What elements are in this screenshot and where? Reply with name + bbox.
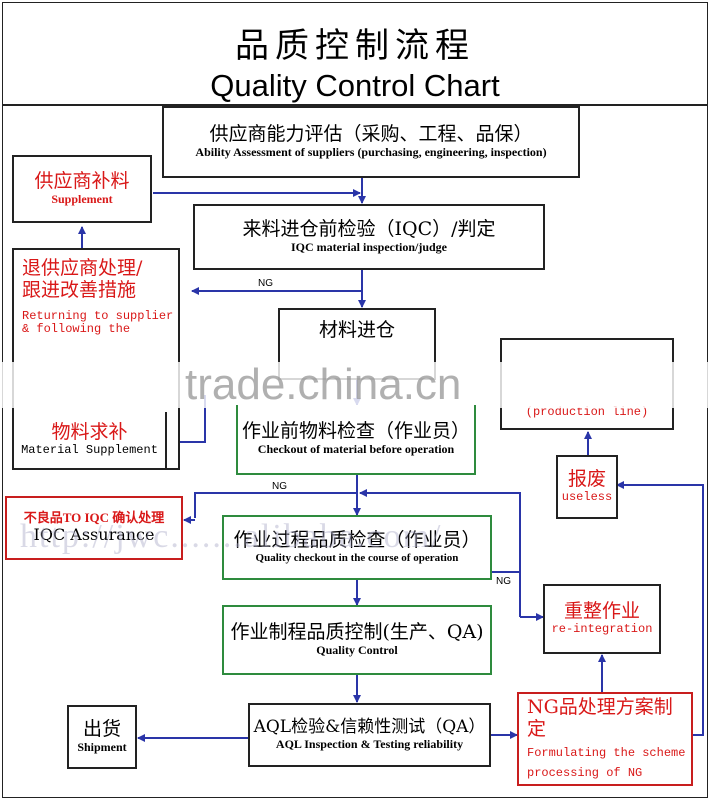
warehouse-cn: 材料进仓 (318, 319, 395, 341)
watermark-band (0, 362, 710, 408)
reintegration-en: re-integration (551, 622, 653, 637)
quality-control-cn: 作业制程品质控制(生产、QA) (230, 621, 484, 644)
checkout-box: 作业前物料检查（作业员） Checkout of material before… (236, 405, 476, 475)
supplement-en: Supplement (51, 192, 113, 207)
iqc-assurance-en: IQC Assurance (33, 525, 155, 545)
supplement-box: 供应商补料 Supplement (12, 155, 152, 223)
iqc-box: 来料进仓前检验（IQC）/判定 IQC material inspection/… (193, 204, 545, 270)
arrow-ng-to-iqc-assurance (194, 492, 357, 518)
iqc-assurance-cn: 不良品TO IQC 确认处理 (23, 510, 165, 526)
supplement-cn: 供应商补料 (34, 170, 130, 193)
arrow-ng-scheme-to-useless (616, 481, 704, 736)
course-box: 作业过程品质检查（作业员） Quality checkout in the co… (222, 515, 492, 580)
ng-label-iqc: NG (258, 278, 273, 289)
ng-scheme-cn: NG品处理方案制定 (527, 696, 673, 741)
quality-control-box: 作业制程品质控制(生产、QA) Quality Control (222, 605, 492, 675)
production-line-en: (production line) (525, 405, 649, 420)
useless-box: 报废 useless (556, 455, 618, 519)
shipment-en: Shipment (77, 740, 127, 755)
arrow-reintegration-back (359, 489, 521, 617)
checkout-cn: 作业前物料检查（作业员） (241, 420, 470, 443)
iqc-cn: 来料进仓前检验（IQC）/判定 (242, 218, 496, 241)
title-chinese: 品质控制流程 (235, 26, 475, 66)
material-supplement-box: 物料求补 Material Supplement (12, 412, 167, 470)
reintegration-box: 重整作业 re-integration (543, 584, 661, 654)
title-english: Quality Control Chart (210, 68, 500, 103)
returning-cn1: 退供应商处理/ (22, 257, 143, 279)
title-divider (2, 104, 708, 106)
ng-label-course: NG (496, 576, 511, 587)
useless-cn: 报废 (567, 468, 606, 491)
aql-box: AQL检验&信赖性测试（QA） AQL Inspection & Testing… (248, 703, 491, 767)
ability-assessment-box: 供应商能力评估（采购、工程、品保） Ability Assessment of … (162, 106, 580, 178)
iqc-en: IQC material inspection/judge (291, 240, 447, 255)
ng-scheme-en2: processing of NG (527, 765, 643, 780)
shipment-cn: 出货 (82, 718, 121, 741)
returning-cn2: 跟进改善措施 (22, 278, 137, 301)
shipment-box: 出货 Shipment (67, 705, 137, 769)
material-supplement-cn: 物料求补 (51, 421, 128, 444)
course-cn: 作业过程品质检查（作业员） (233, 529, 481, 552)
ability-en: Ability Assessment of suppliers (purchas… (195, 145, 547, 160)
ng-label-checkout: NG (272, 481, 287, 492)
useless-en: useless (561, 490, 613, 505)
iqc-assurance-box: 不良品TO IQC 确认处理 IQC Assurance (5, 496, 183, 560)
aql-cn: AQL检验&信赖性测试（QA） (253, 717, 486, 738)
returning-en2: & following the (22, 322, 131, 337)
checkout-en: Checkout of material before operation (257, 442, 455, 457)
course-en: Quality checkout in the course of operat… (255, 552, 459, 565)
material-supplement-en: Material Supplement (21, 443, 158, 458)
quality-control-en: Quality Control (316, 643, 398, 658)
ability-cn: 供应商能力评估（采购、工程、品保） (209, 123, 533, 146)
aql-en: AQL Inspection & Testing reliability (275, 736, 464, 751)
ng-scheme-en1: Formulating the scheme (527, 746, 686, 761)
returning-en1: Returning to supplier (22, 308, 174, 323)
reintegration-cn: 重整作业 (563, 600, 640, 623)
ng-scheme-box: NG品处理方案制定 Formulating the scheme process… (517, 692, 693, 786)
